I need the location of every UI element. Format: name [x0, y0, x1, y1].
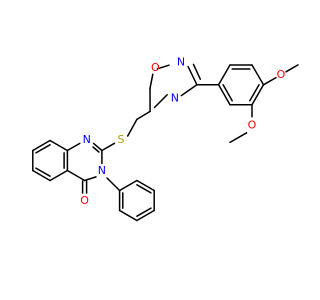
bond-inner: [249, 84, 260, 102]
bond-inner: [35, 144, 51, 154]
atom-label-o: O: [277, 68, 286, 81]
bond: [251, 64, 265, 86]
bond: [49, 169, 69, 182]
atom-label-o: O: [151, 61, 160, 74]
atom-label-n: N: [83, 133, 91, 146]
bond: [285, 64, 299, 73]
bond: [153, 94, 168, 109]
atom-labels: N N S O O N N O O: [80, 56, 285, 207]
bond: [32, 139, 51, 152]
bond: [251, 84, 265, 106]
pyrimidinone-ring: [66, 142, 103, 182]
bond-inner: [136, 207, 152, 217]
bond: [32, 169, 51, 182]
bond: [217, 64, 231, 86]
bond: [229, 132, 248, 144]
bond: [83, 176, 97, 182]
bond: [136, 179, 155, 192]
bond: [106, 177, 121, 192]
bond: [136, 209, 155, 222]
methoxy-groups: [229, 64, 299, 144]
oxadiazole-ring: [149, 63, 202, 113]
bond: [187, 65, 198, 86]
atom-label-n: N: [177, 56, 185, 69]
carbonyl-bond: [81, 180, 88, 194]
thioether-linker: [101, 110, 151, 152]
bond-inner: [222, 84, 233, 102]
atom-label-o: O: [248, 118, 257, 131]
n-phenyl-ring: [106, 177, 155, 222]
dimethoxyphenyl-ring: [196, 64, 265, 106]
atom-label-n: N: [98, 164, 106, 177]
bond: [136, 110, 151, 121]
atom-label-s: S: [118, 133, 125, 146]
bond-inner: [136, 184, 152, 194]
bond-inner: [35, 167, 51, 177]
bond: [118, 209, 138, 222]
atom-label-n: N: [171, 92, 179, 105]
bond: [118, 179, 138, 192]
bond: [262, 76, 277, 86]
bond: [217, 84, 231, 106]
bond: [156, 64, 170, 70]
bond: [180, 84, 198, 97]
bond: [66, 169, 86, 182]
bond: [192, 63, 202, 80]
bond: [92, 142, 103, 152]
bond: [49, 139, 69, 152]
bond: [126, 118, 138, 137]
bond: [149, 73, 154, 90]
bond: [66, 142, 81, 152]
bond: [101, 142, 116, 152]
benzo-ring: [32, 139, 69, 182]
atom-label-o: O: [80, 194, 89, 207]
molecule-structure-canvas: N N S O O N N O O: [32, 56, 299, 222]
bond-inner: [92, 146, 100, 153]
